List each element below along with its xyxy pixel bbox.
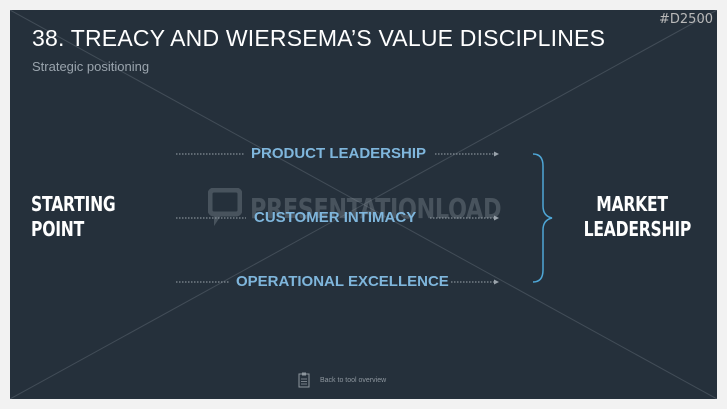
- watermark-text: PRESENTATIONLOAD: [250, 191, 502, 225]
- slide-title: 38. TREACY AND WIERSEMA’S VALUE DISCIPLI…: [32, 25, 606, 51]
- starting-point-line-1: STARTING: [31, 192, 116, 216]
- arrowhead-1: [494, 151, 499, 157]
- starting-point-line-2: POINT: [31, 217, 85, 241]
- slide-code: #D2500: [659, 12, 713, 27]
- right-curly-brace: [532, 153, 553, 283]
- slide: #D2500 38. TREACY AND WIERSEMA’S VALUE D…: [10, 10, 717, 399]
- discipline-product-leadership: PRODUCT LEADERSHIP: [251, 145, 427, 162]
- presentationload-logo-icon: [208, 188, 242, 226]
- back-to-overview-label[interactable]: Back to tool overview: [320, 376, 387, 384]
- arrowhead-2: [494, 215, 499, 221]
- arrowhead-3: [494, 279, 499, 285]
- discipline-operational-excellence: OPERATIONAL EXCELLENCE: [236, 273, 449, 290]
- slide-subtitle: Strategic positioning: [32, 59, 150, 74]
- placeholder-cross: [10, 10, 717, 399]
- starting-point-label: STARTING POINT: [31, 192, 116, 242]
- market-leadership-line-1: MARKET: [596, 192, 668, 216]
- back-to-overview-link[interactable]: Back to tool overview: [298, 372, 386, 388]
- clipboard-icon: [298, 372, 310, 388]
- arrows-layer: [176, 151, 553, 285]
- watermark: PRESENTATIONLOAD: [208, 188, 564, 228]
- market-leadership-line-2: LEADERSHIP: [583, 217, 692, 241]
- discipline-customer-intimacy: CUSTOMER INTIMACY: [254, 209, 417, 226]
- market-leadership-label: MARKET LEADERSHIP: [583, 192, 692, 242]
